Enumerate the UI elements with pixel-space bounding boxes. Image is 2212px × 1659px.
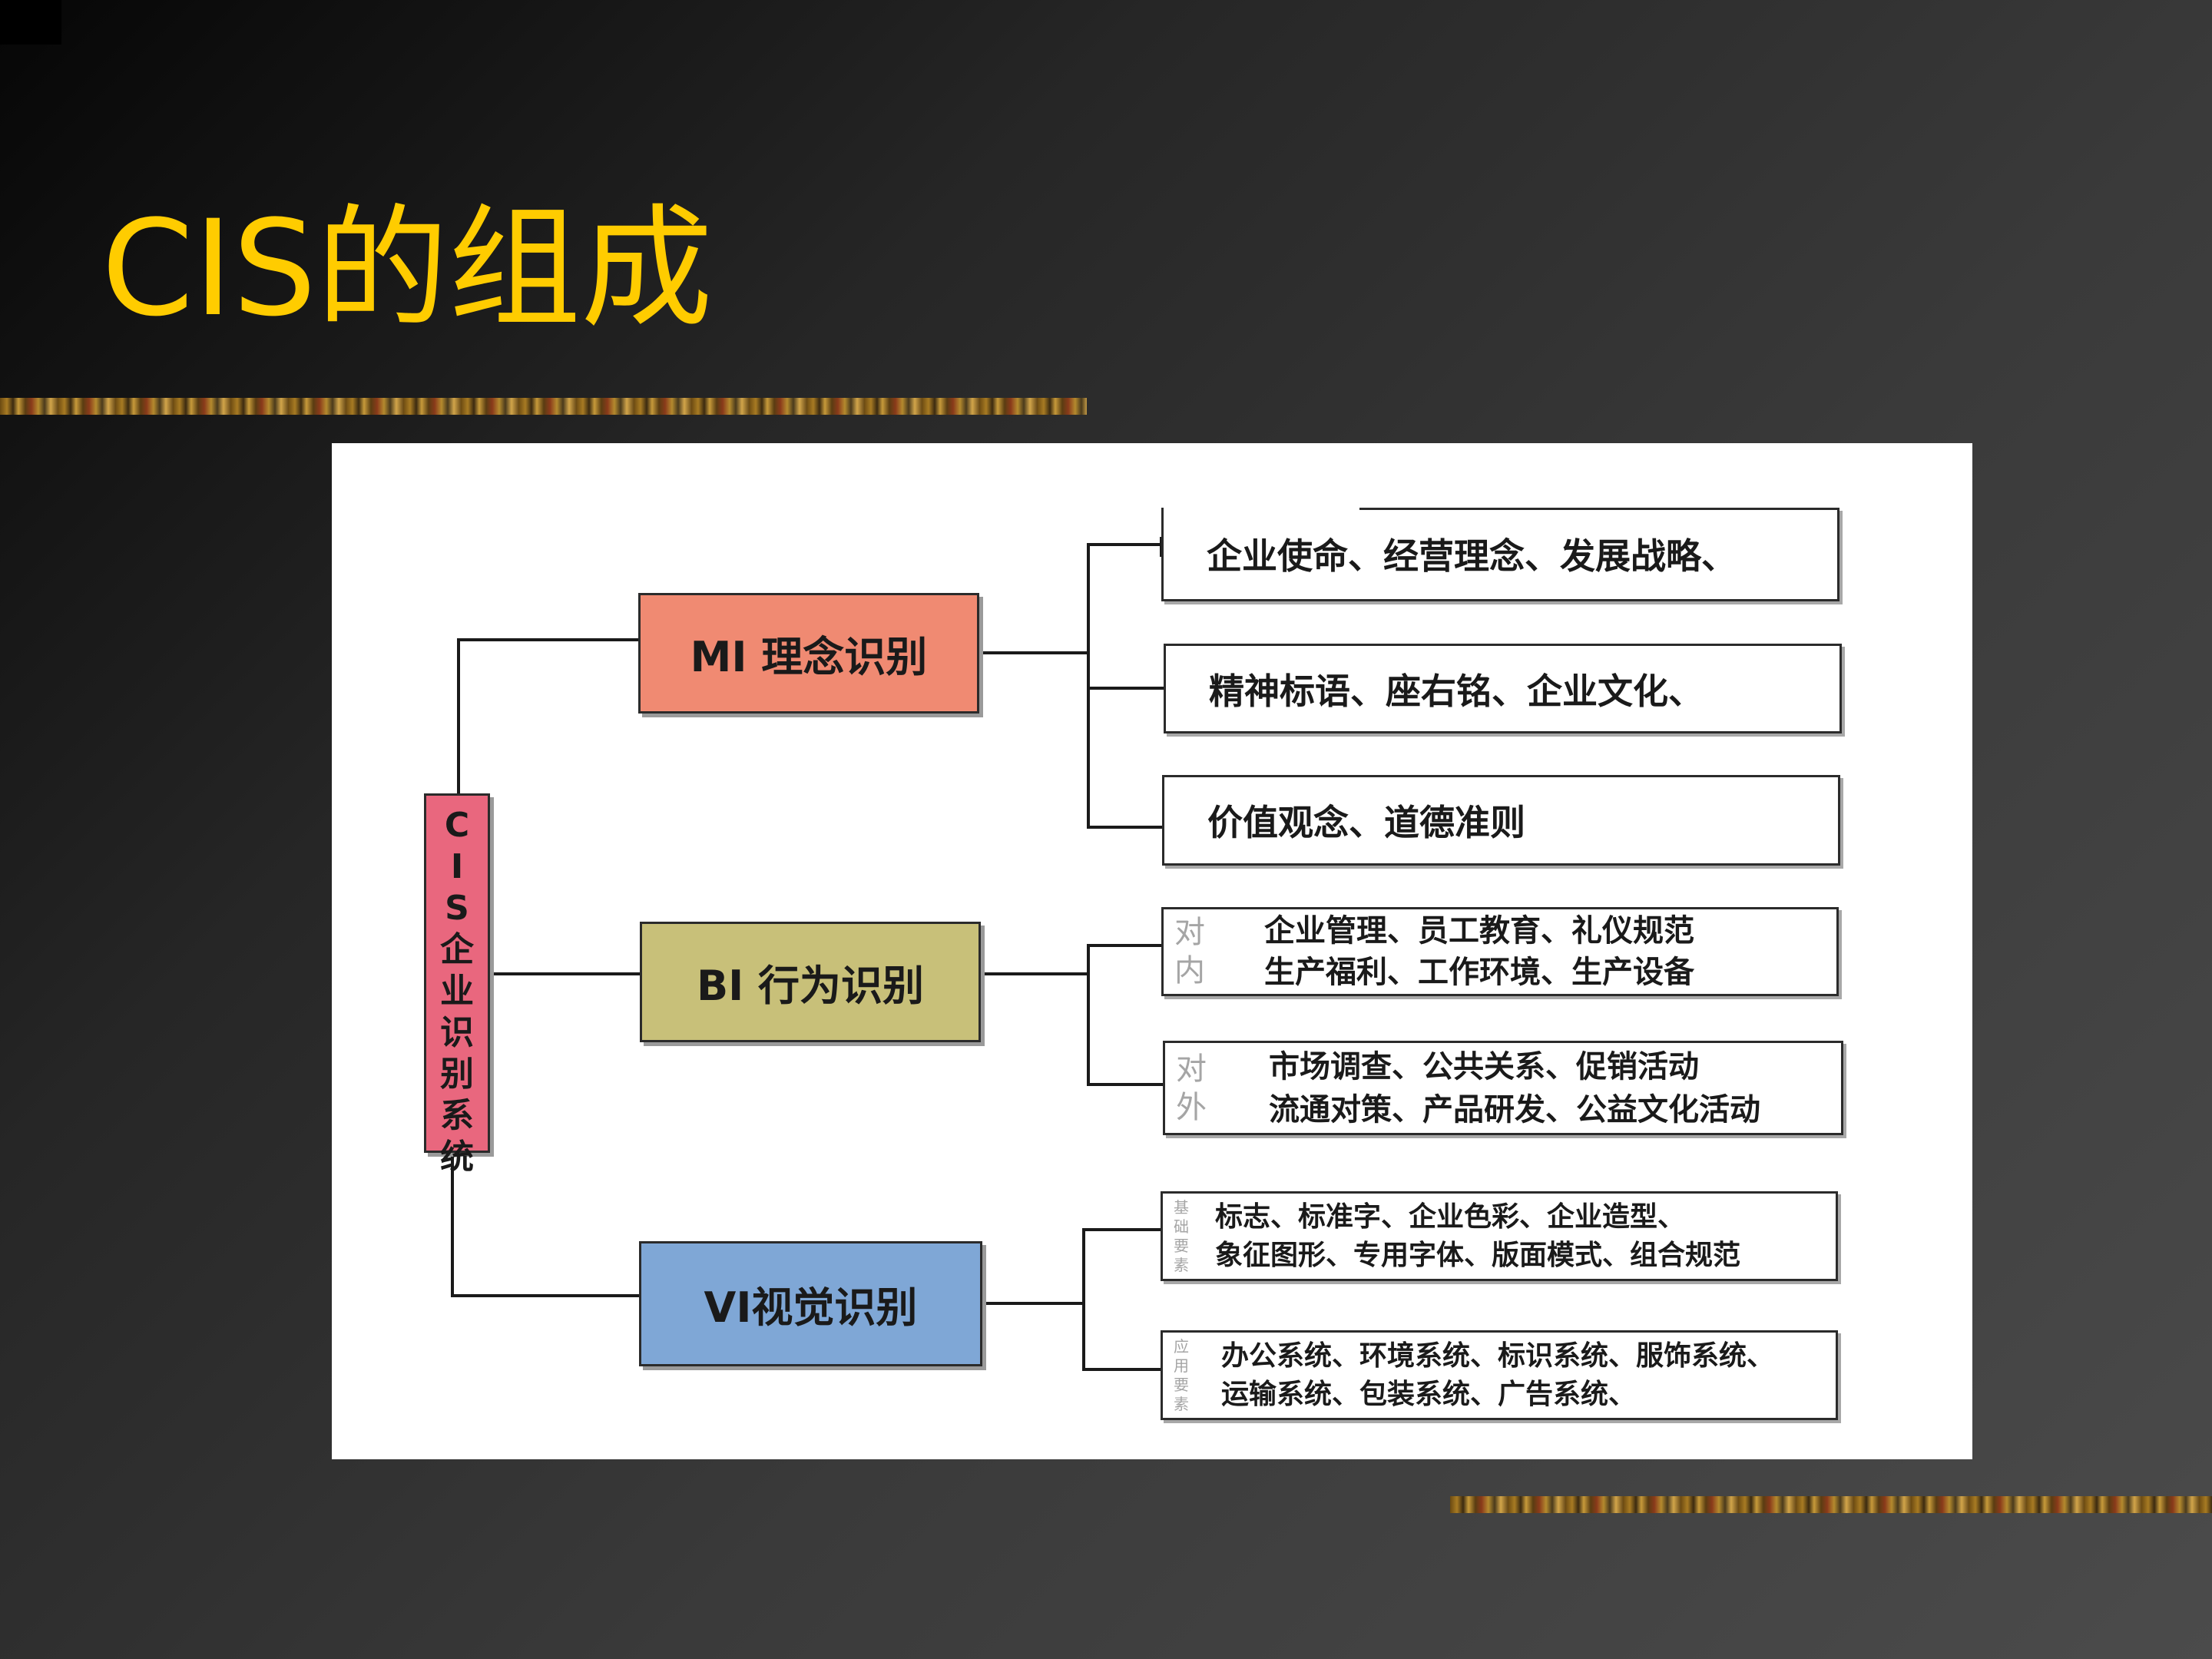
slide-title: CIS的组成 bbox=[101, 191, 714, 346]
tag-char: 要 bbox=[1174, 1375, 1189, 1394]
tag-char: 对 bbox=[1176, 1051, 1207, 1087]
root-char: 别 bbox=[440, 1055, 474, 1094]
root-char: 系 bbox=[440, 1096, 474, 1135]
cis-diagram: C I S 企 业 识 别 系 统 MI 理念识别 BI 行为识别 VI视觉识别… bbox=[332, 443, 1972, 1459]
leaf-text: 企业使命、经营理念、发展战略、 bbox=[1207, 535, 1737, 577]
tag-char: 对 bbox=[1174, 915, 1205, 950]
branch-node-mi: MI 理念识别 bbox=[638, 593, 979, 714]
leaf-line: 流通对策、产品研发、公益文化活动 bbox=[1269, 1091, 1760, 1128]
corner-block bbox=[0, 0, 61, 45]
leaf-tag: 基 础 要 素 bbox=[1174, 1198, 1189, 1275]
leaf-lines: 标志、标准字、企业色彩、企业造型、 象征图形、专用字体、版面模式、组合规范 bbox=[1215, 1198, 1740, 1275]
leaf-tag: 对 内 bbox=[1174, 913, 1205, 990]
root-char: S bbox=[445, 889, 469, 928]
leaf-tag: 对 外 bbox=[1176, 1050, 1207, 1127]
leaf-tag: 应 用 要 素 bbox=[1174, 1337, 1189, 1414]
root-char: 企 bbox=[440, 930, 474, 969]
leaf-line: 象征图形、专用字体、版面模式、组合规范 bbox=[1215, 1239, 1741, 1271]
tag-char: 内 bbox=[1174, 953, 1205, 988]
root-char: I bbox=[450, 847, 464, 886]
tag-char: 础 bbox=[1174, 1217, 1189, 1236]
leaf-vi-basic: 基 础 要 素 标志、标准字、企业色彩、企业造型、 象征图形、专用字体、版面模式… bbox=[1161, 1191, 1838, 1281]
leaf-lines: 办公系统、环境系统、标识系统、服饰系统、 运输系统、包装系统、广告系统、 bbox=[1221, 1337, 1774, 1414]
branch-node-bi: BI 行为识别 bbox=[640, 922, 981, 1042]
leaf-lines: 企业管理、员工教育、礼仪规范 生产福利、工作环境、生产设备 bbox=[1264, 910, 1694, 993]
leaf-text: 精神标语、座右铭、企业文化、 bbox=[1209, 670, 1704, 712]
root-node-cis: C I S 企 业 识 别 系 统 bbox=[424, 793, 490, 1177]
leaf-vi-apply: 应 用 要 素 办公系统、环境系统、标识系统、服饰系统、 运输系统、包装系统、广… bbox=[1161, 1330, 1838, 1420]
leaf-text: 价值观念、道德准则 bbox=[1207, 802, 1525, 843]
tag-char: 基 bbox=[1174, 1197, 1189, 1217]
tag-char: 素 bbox=[1174, 1255, 1189, 1274]
leaf-mi-values: 价值观念、道德准则 bbox=[1162, 775, 1840, 866]
leaf-line: 市场调查、公共关系、促销活动 bbox=[1269, 1048, 1699, 1084]
leaf-line: 标志、标准字、企业色彩、企业造型、 bbox=[1215, 1200, 1686, 1233]
connector-lines bbox=[451, 537, 1164, 1371]
root-char: 识 bbox=[440, 1013, 474, 1052]
leaf-bi-outer: 对 外 市场调查、公共关系、促销活动 流通对策、产品研发、公益文化活动 bbox=[1163, 1041, 1843, 1135]
leaf-line: 生产福利、工作环境、生产设备 bbox=[1264, 955, 1694, 990]
leaf-line: 企业管理、员工教育、礼仪规范 bbox=[1264, 913, 1694, 949]
root-char: 统 bbox=[440, 1137, 474, 1177]
root-char: C bbox=[444, 806, 470, 845]
tag-char: 应 bbox=[1174, 1336, 1189, 1356]
leaf-line: 办公系统、环境系统、标识系统、服饰系统、 bbox=[1221, 1339, 1775, 1372]
branch-node-vi: VI视觉识别 bbox=[639, 1241, 982, 1366]
leaf-mi-mission: 企业使命、经营理念、发展战略、 bbox=[1161, 508, 1839, 601]
tag-char: 素 bbox=[1174, 1394, 1189, 1413]
leaf-bi-inner: 对 内 企业管理、员工教育、礼仪规范 生产福利、工作环境、生产设备 bbox=[1161, 907, 1839, 996]
tag-char: 用 bbox=[1174, 1356, 1189, 1375]
tag-char: 外 bbox=[1176, 1089, 1207, 1125]
decorative-band-top bbox=[0, 398, 1087, 415]
leaf-lines: 市场调查、公共关系、促销活动 流通对策、产品研发、公益文化活动 bbox=[1269, 1045, 1760, 1131]
root-char: 业 bbox=[440, 972, 474, 1011]
decorative-band-bottom bbox=[1450, 1496, 2212, 1513]
leaf-mi-slogan: 精神标语、座右铭、企业文化、 bbox=[1164, 644, 1842, 733]
leaf-line: 运输系统、包装系统、广告系统、 bbox=[1221, 1378, 1637, 1410]
tag-char: 要 bbox=[1174, 1236, 1189, 1255]
